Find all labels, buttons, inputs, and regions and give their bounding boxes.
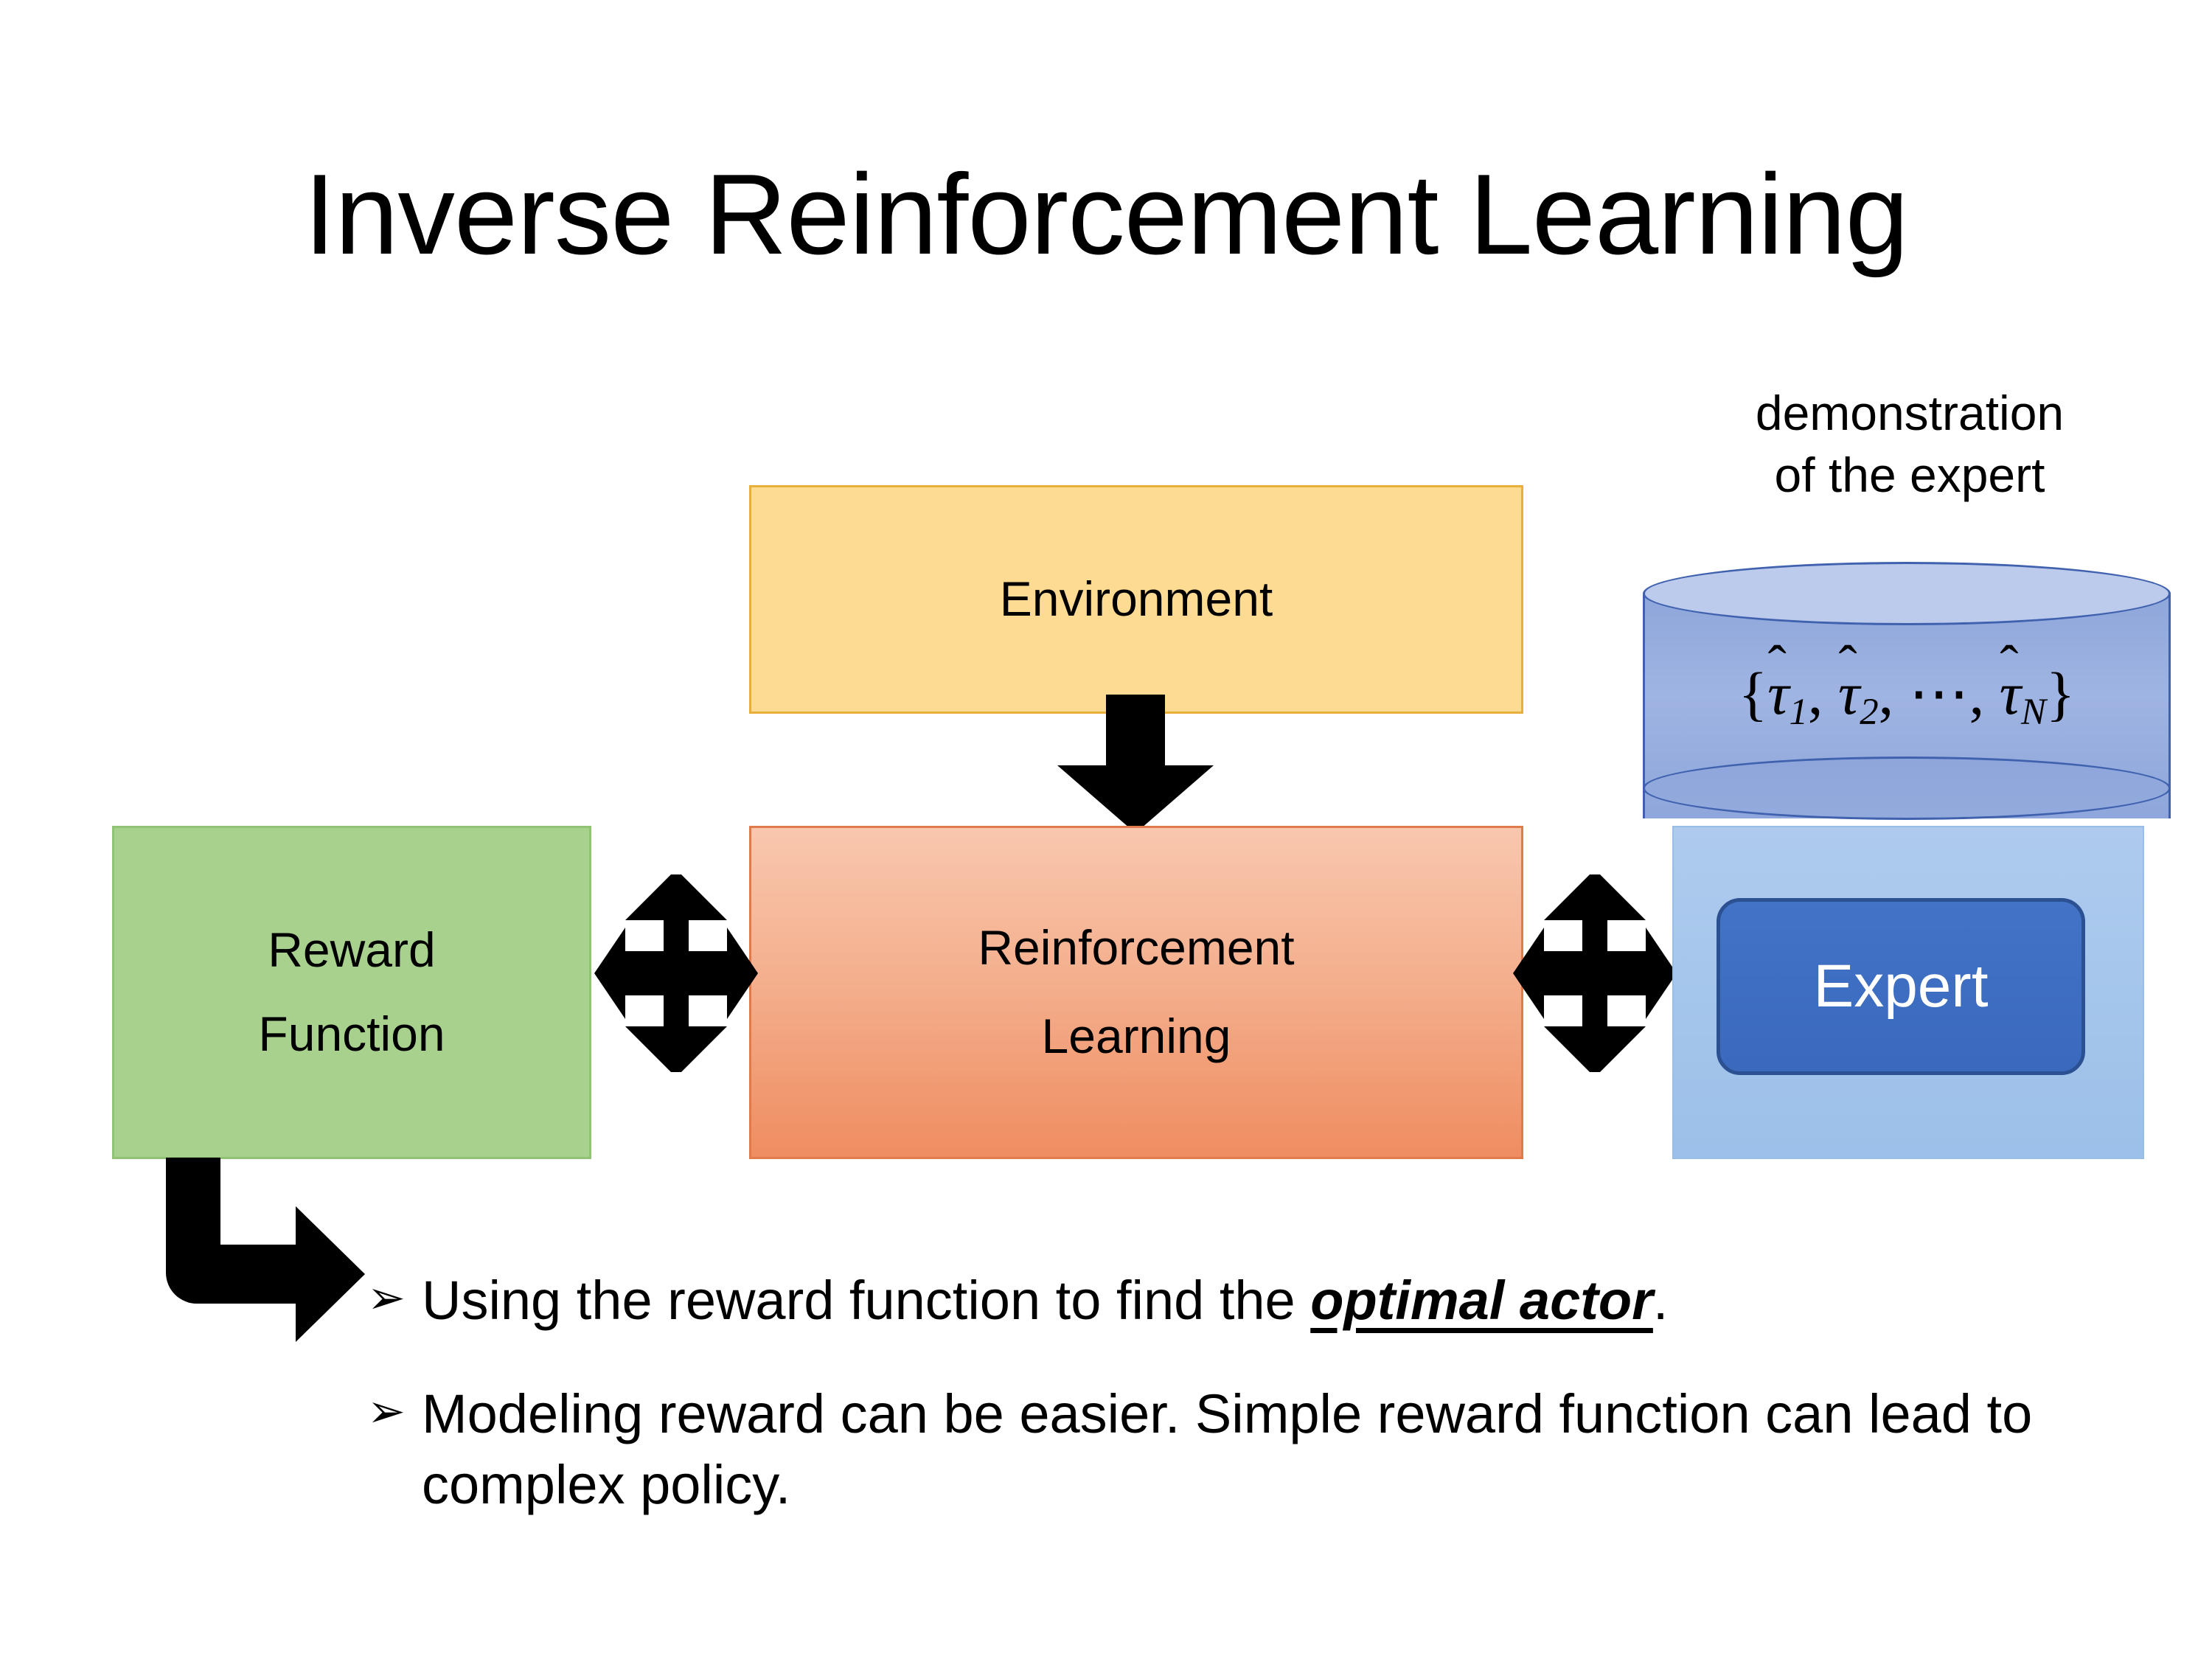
arrow-environment-to-rl [1057,695,1214,833]
cylinder-top-ellipse [1643,562,2171,625]
reward-label-line2: Function [258,1006,445,1061]
bullet-text-emphasis: optimal actor [1310,1270,1653,1331]
bullet-text: Modeling reward can be easier. Simple re… [422,1383,2033,1516]
trajectory-set-formula: {τ1, τ2, ⋯, τN} [1643,664,2171,731]
bullet-text-prefix: Using the reward function to find the [422,1270,1311,1331]
bent-arrow-reward-to-bullet [166,1158,365,1342]
formula-comma-2: , [1878,660,1894,727]
list-item: ➢ Using the reward function to find the … [367,1265,2122,1336]
environment-label: Environment [999,571,1273,627]
quad-arrow-reward-rl [594,874,758,1072]
demonstration-caption-line1: demonstration [1755,386,2065,440]
demonstration-database-cylinder [1643,562,2171,849]
formula-tau-n: τ [2000,664,2021,724]
reward-function-box: Reward Function [112,826,591,1159]
rl-label-line1: Reinforcement [978,920,1295,975]
page-title: Inverse Reinforcement Learning [304,150,1909,278]
bullet-text-suffix: . [1652,1270,1669,1331]
formula-open-brace: { [1738,660,1768,727]
formula-sub-1: 1 [1789,691,1808,733]
quad-arrow-rl-expert [1513,874,1677,1072]
list-item: ➢ Modeling reward can be easier. Simple … [367,1379,2122,1520]
formula-tau-2: τ [1838,664,1860,724]
formula-tau-1: τ [1767,664,1789,724]
demonstration-caption: demonstration of the expert [1644,382,2175,507]
reward-label-line1: Reward [268,922,436,978]
rl-label-line2: Learning [1041,1009,1231,1063]
formula-sub-n: N [2021,691,2046,733]
bullet-arrow-icon: ➢ [367,1386,406,1438]
reinforcement-learning-box: Reinforcement Learning [749,826,1523,1159]
demonstration-caption-line2: of the expert [1774,448,2045,503]
environment-box: Environment [749,485,1523,714]
bullet-list: ➢ Using the reward function to find the … [367,1265,2122,1521]
formula-comma-3: , [1969,660,1985,727]
formula-sub-2: 2 [1860,691,1879,733]
expert-label: Expert [1813,953,1989,1020]
formula-close-brace: } [2045,660,2076,727]
formula-comma-1: , [1807,660,1823,727]
bullet-arrow-icon: ➢ [367,1273,406,1324]
cylinder-bottom-ellipse [1643,757,2171,820]
formula-ellipsis: ⋯ [1908,660,1969,727]
expert-badge: Expert [1717,898,2085,1075]
bullet-text: Using the reward function to find the op… [422,1265,2122,1336]
